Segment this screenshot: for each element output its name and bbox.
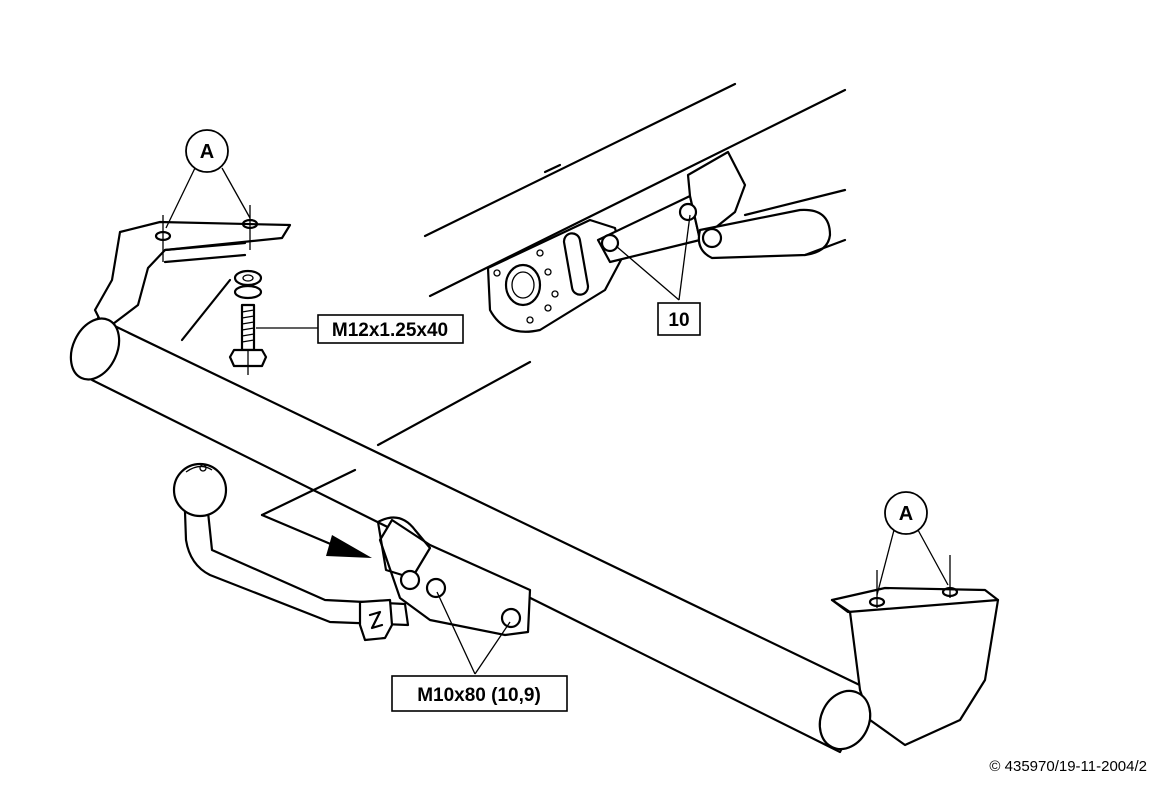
label-bolt-lower: M10x80 (10,9) xyxy=(391,591,568,712)
label-text: 10 xyxy=(668,310,689,331)
vehicle-chassis-beam xyxy=(423,82,847,298)
right-mounting-bracket xyxy=(818,555,1000,751)
callout-letter: A xyxy=(899,503,913,525)
center-bracket xyxy=(376,516,532,637)
left-mounting-bracket xyxy=(93,205,292,332)
label-ref-10: 10 xyxy=(615,214,701,336)
label-text: M12x1.25x40 xyxy=(332,320,448,341)
tow-ball xyxy=(172,462,228,518)
callout-a-left: A xyxy=(165,129,251,229)
tow-ball-arm xyxy=(183,510,410,642)
chassis-mounting-plate xyxy=(486,218,624,333)
bolt-fastener-stack xyxy=(228,269,268,375)
insertion-arrow xyxy=(260,468,372,558)
copyright-text: © 435970/19-11-2004/2 xyxy=(989,758,1147,775)
callout-letter: A xyxy=(200,141,214,163)
main-cross-tube xyxy=(69,278,872,754)
label-text: M10x80 (10,9) xyxy=(417,685,541,706)
side-bracket-upper xyxy=(596,150,847,264)
callout-a-right: A xyxy=(876,491,949,596)
label-bolt-upper: M12x1.25x40 xyxy=(256,314,464,344)
